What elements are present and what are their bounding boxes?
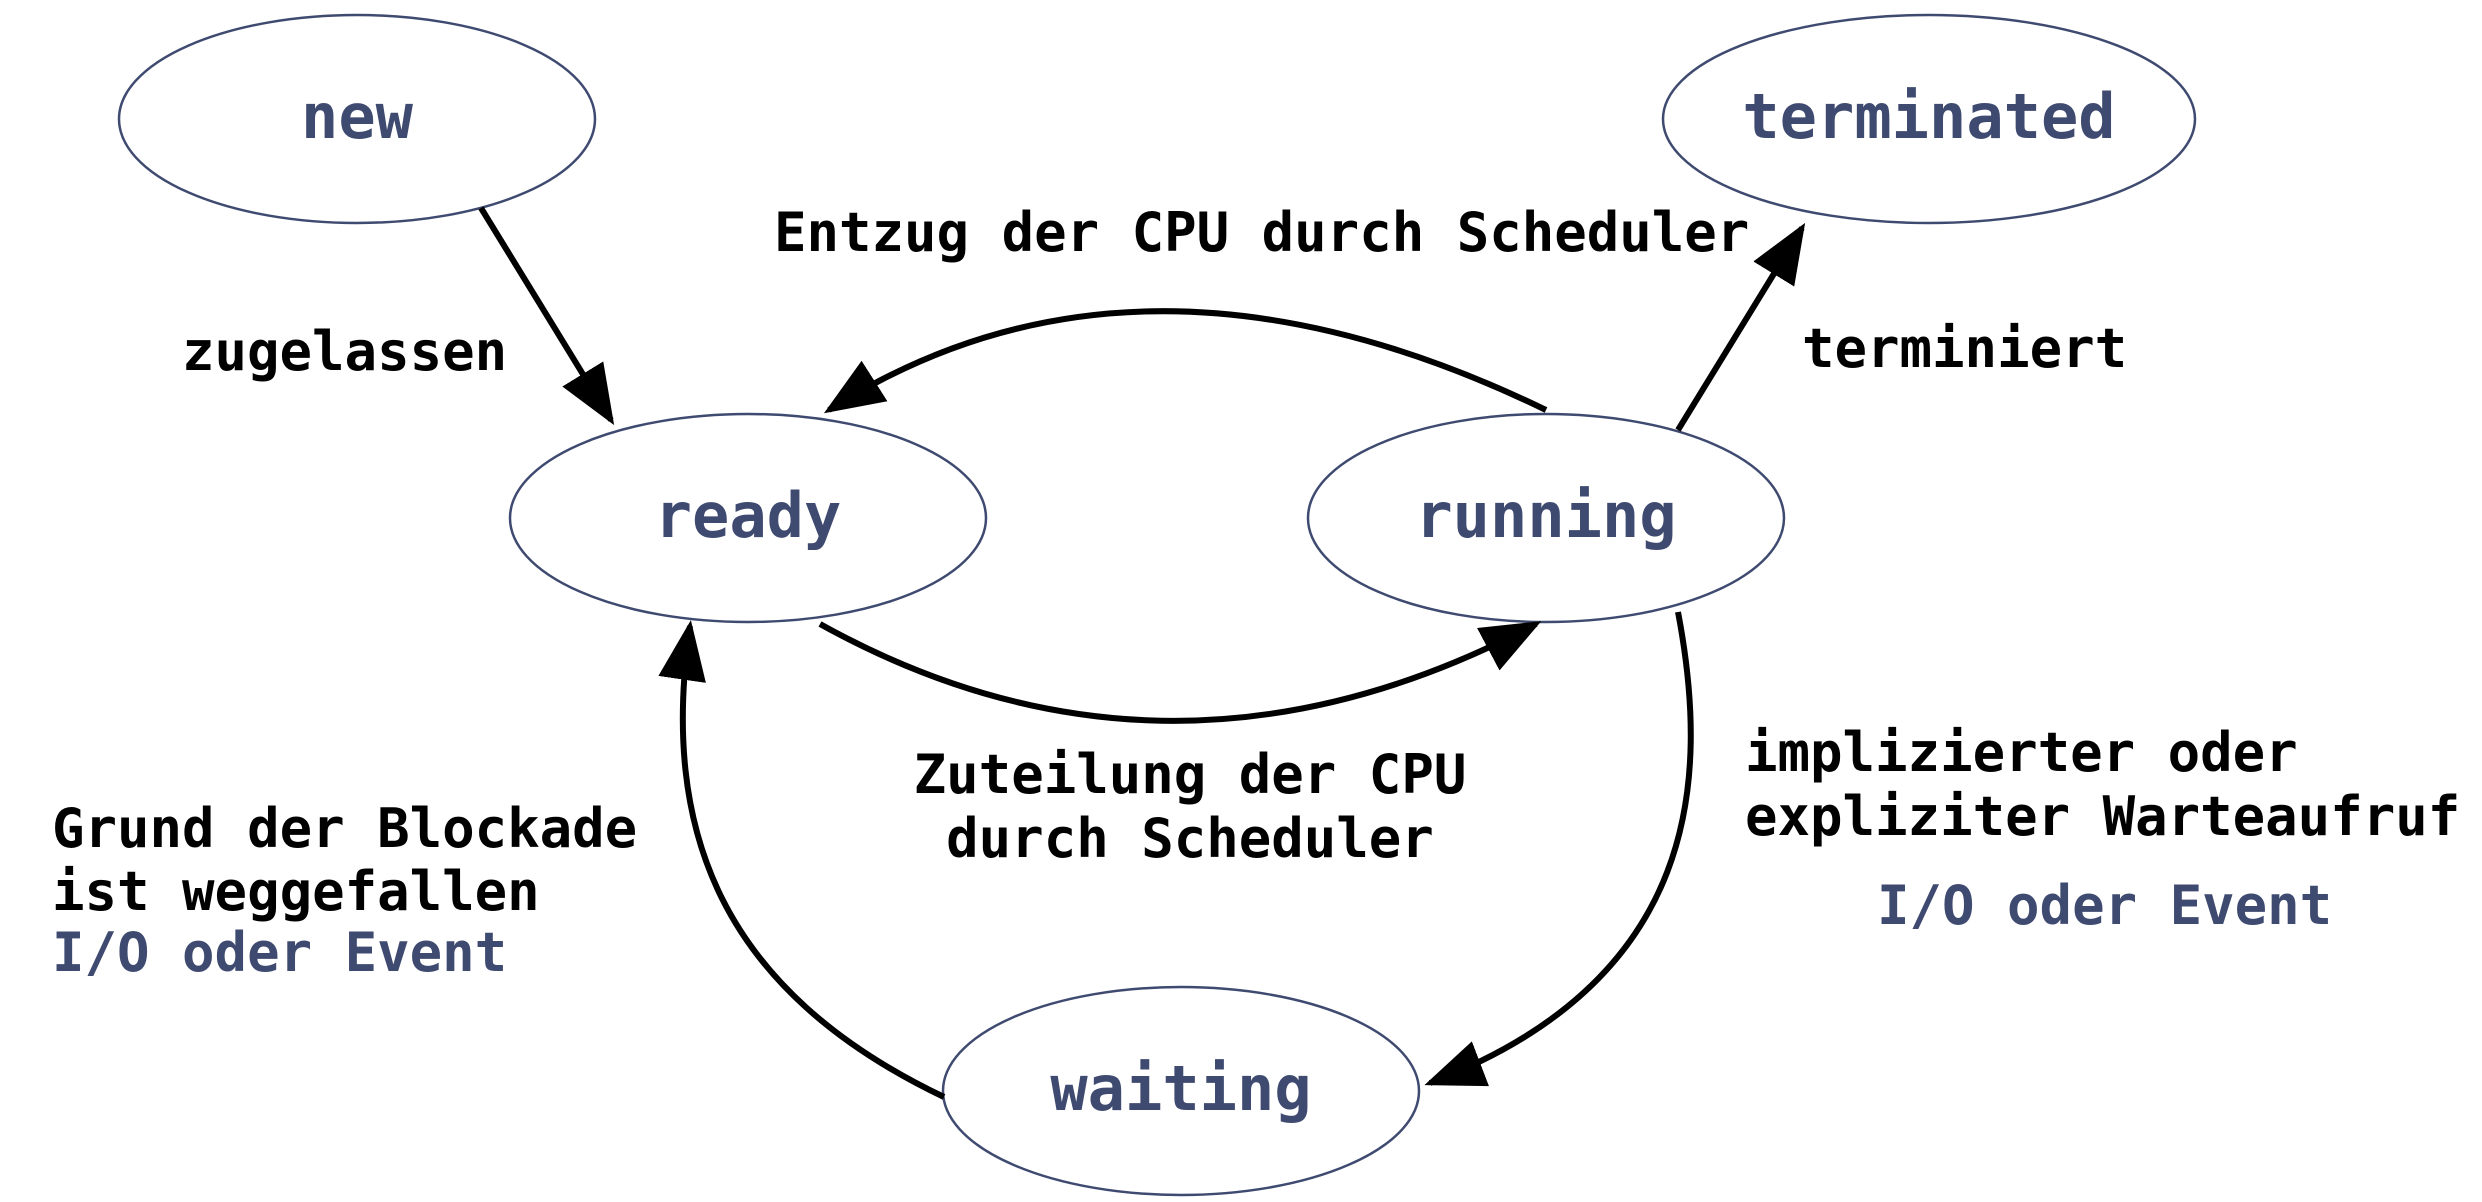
state-new: new [117,13,597,225]
state-waiting: waiting [941,985,1421,1197]
arrow-running-to-terminated [1675,222,1806,432]
label-wait-line1: implizierter oder [1745,721,2298,784]
label-unblock-cause: I/O oder Event [52,921,507,984]
state-running-label: running [1415,479,1676,552]
label-terminated: terminiert [1802,317,2127,380]
state-waiting-label: waiting [1050,1052,1311,1125]
label-unblock-line2: ist weggefallen [52,860,540,923]
arrow-waiting-to-ready [658,620,946,1100]
arrow-new-to-ready [478,206,615,426]
state-running: running [1306,412,1786,624]
state-ready-label: ready [655,479,842,552]
label-wait-line2: expliziter Warteaufruf [1745,785,2460,848]
label-dispatch-line1: Zuteilung der CPU [914,743,1467,806]
label-unblock-line1: Grund der Blockade [52,797,637,860]
state-terminated: terminated [1661,13,2197,225]
arrow-running-to-waiting [1424,611,1694,1087]
arrow-running-to-ready-preempt [823,308,1548,414]
label-wait-cause: I/O oder Event [1877,874,2332,937]
arrow-ready-to-running-dispatch [818,621,1542,724]
state-ready: ready [508,412,988,624]
label-admitted: zugelassen [182,320,507,383]
label-preempted: Entzug der CPU durch Scheduler [774,201,1749,264]
state-new-label: new [301,80,414,153]
label-dispatch-line2: durch Scheduler [946,807,1434,870]
state-terminated-label: terminated [1742,80,2115,153]
